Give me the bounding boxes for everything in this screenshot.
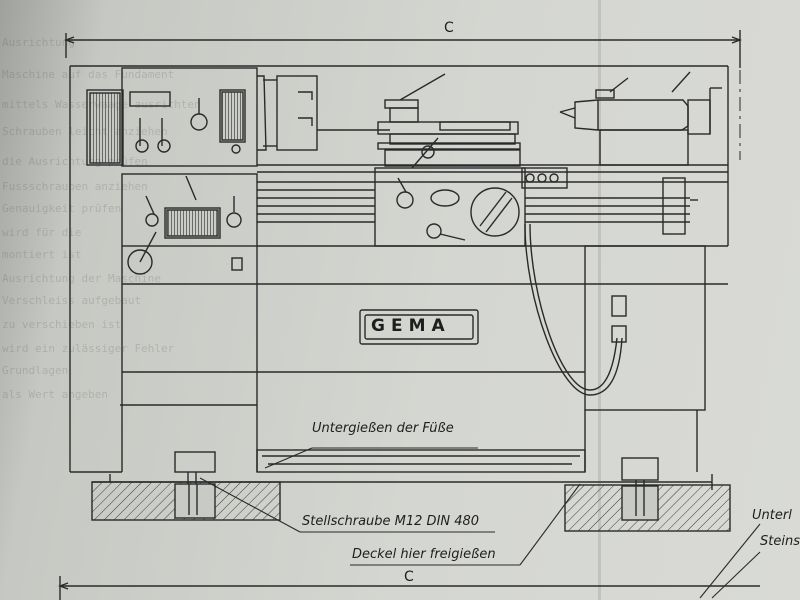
svg-text:Ausrichtung: Ausrichtung: [2, 36, 75, 49]
svg-text:als Wert angeben: als Wert angeben: [2, 388, 108, 401]
svg-text:Genauigkeit prüfen: Genauigkeit prüfen: [2, 202, 121, 215]
svg-text:montiert ist: montiert ist: [2, 248, 81, 261]
svg-text:Fussschrauben anziehen: Fussschrauben anziehen: [2, 180, 148, 193]
brand-plate-text: GEMA: [371, 316, 451, 336]
svg-text:zu verschieben ist: zu verschieben ist: [2, 318, 121, 331]
svg-text:Grundlagen: Grundlagen: [2, 364, 68, 377]
svg-text:Schrauben leicht anziehen: Schrauben leicht anziehen: [2, 125, 168, 138]
callout-unterl: Unterl: [752, 508, 792, 523]
show-through-text: Ausrichtung Maschine auf das Fundament m…: [2, 36, 201, 401]
callout-stellschraube: Stellschraube M12 DIN 480: [302, 514, 480, 529]
svg-text:Verschleiss aufgebaut: Verschleiss aufgebaut: [2, 294, 141, 307]
svg-text:Maschine auf das Fundament: Maschine auf das Fundament: [2, 68, 174, 81]
callout-steins: Steins: [760, 534, 800, 549]
dimension-label-top: C: [444, 20, 454, 36]
svg-text:Ausrichtung der Maschine: Ausrichtung der Maschine: [2, 272, 161, 285]
svg-text:wird ein zulässiger Fehler: wird ein zulässiger Fehler: [2, 342, 175, 355]
callout-deckel: Deckel hier freigießen: [352, 547, 496, 562]
dimension-label-bottom: C: [404, 569, 414, 585]
callout-untergiessen: Untergießen der Füße: [312, 421, 454, 436]
svg-text:wird für die: wird für die: [2, 226, 81, 239]
